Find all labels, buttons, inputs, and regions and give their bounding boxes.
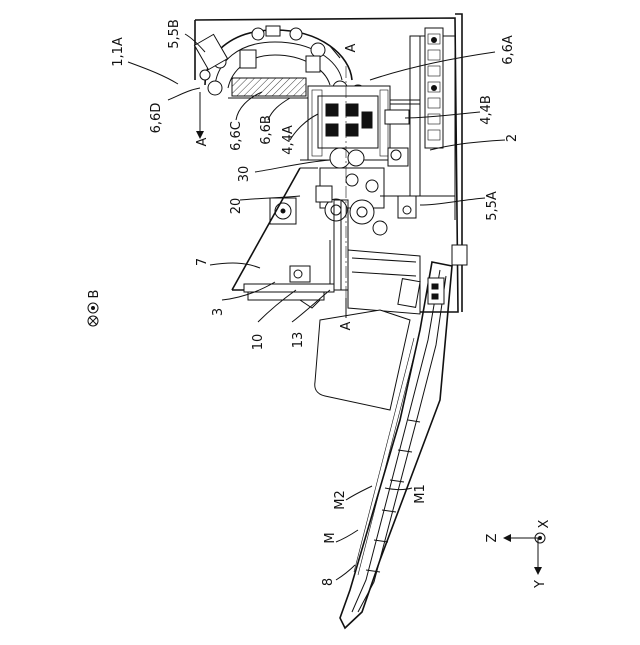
label-7: 7 — [195, 258, 210, 266]
label-1-1a: 1,1A — [111, 37, 126, 67]
label-a-bottom: A — [339, 321, 354, 330]
label-5-5a: 5,5A — [485, 191, 500, 221]
coordinate-axes — [504, 533, 545, 574]
label-6-6c: 6,6C — [229, 121, 244, 151]
label-m2: M2 — [333, 490, 348, 510]
label-m: M — [323, 532, 338, 543]
label-13: 13 — [291, 332, 306, 349]
label-4-4b: 4,4B — [479, 95, 494, 125]
label-a-top: A — [344, 43, 359, 52]
label-a-left: A — [195, 137, 210, 146]
label-2: 2 — [505, 134, 520, 142]
label-6-6d: 6,6D — [149, 103, 164, 134]
label-b: B — [87, 290, 102, 299]
label-10: 10 — [251, 334, 266, 351]
label-20: 20 — [229, 198, 244, 215]
label-6-6a: 6,6A — [501, 35, 516, 65]
b-direction-symbol — [88, 303, 98, 326]
label-5-5b: 5,5B — [167, 19, 182, 49]
paper-tray — [315, 250, 452, 628]
label-x: X — [537, 519, 552, 528]
label-4-4a: 4,4A — [281, 125, 296, 155]
label-z: Z — [485, 533, 500, 542]
label-6-6b: 6,6B — [259, 115, 274, 145]
label-m1: M1 — [413, 484, 428, 504]
label-8: 8 — [321, 578, 336, 586]
label-y: Y — [533, 580, 548, 589]
label-3: 3 — [211, 308, 226, 316]
label-30: 30 — [237, 166, 252, 183]
